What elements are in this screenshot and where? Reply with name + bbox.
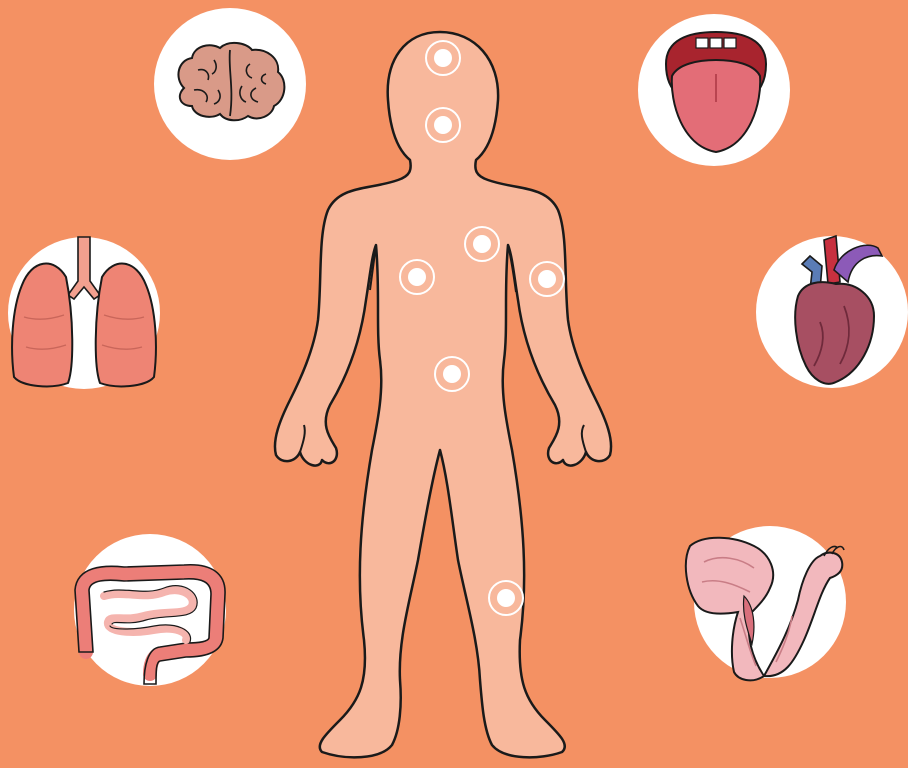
- hotspot-heart[interactable]: [464, 226, 500, 262]
- heart-icon: [756, 236, 908, 388]
- lungs-icon: [8, 237, 160, 389]
- hotspot-leg[interactable]: [488, 580, 524, 616]
- mouth-organ-button[interactable]: [638, 14, 790, 166]
- lungs-organ-button[interactable]: [8, 237, 160, 389]
- intestines-icon: [74, 534, 226, 686]
- arm-muscles-icon: [694, 526, 846, 678]
- heart-organ-button[interactable]: [756, 236, 908, 388]
- mouth-tongue-icon: [638, 14, 790, 166]
- hotspot-dot: [434, 49, 452, 67]
- brain-organ-button[interactable]: [154, 8, 306, 160]
- hotspot-dot: [497, 589, 515, 607]
- hotspot-abdomen[interactable]: [434, 356, 470, 392]
- intestines-organ-button[interactable]: [74, 534, 226, 686]
- hotspot-head[interactable]: [425, 40, 461, 76]
- hotspot-mouth[interactable]: [425, 107, 461, 143]
- brain-icon: [154, 8, 306, 160]
- hotspot-dot: [473, 235, 491, 253]
- hotspot-dot: [408, 268, 426, 286]
- hotspot-dot: [443, 365, 461, 383]
- hotspot-chest-left[interactable]: [399, 259, 435, 295]
- hotspot-dot: [434, 116, 452, 134]
- muscles-organ-button[interactable]: [694, 526, 846, 678]
- hotspot-upper-arm[interactable]: [529, 261, 565, 297]
- hotspot-dot: [538, 270, 556, 288]
